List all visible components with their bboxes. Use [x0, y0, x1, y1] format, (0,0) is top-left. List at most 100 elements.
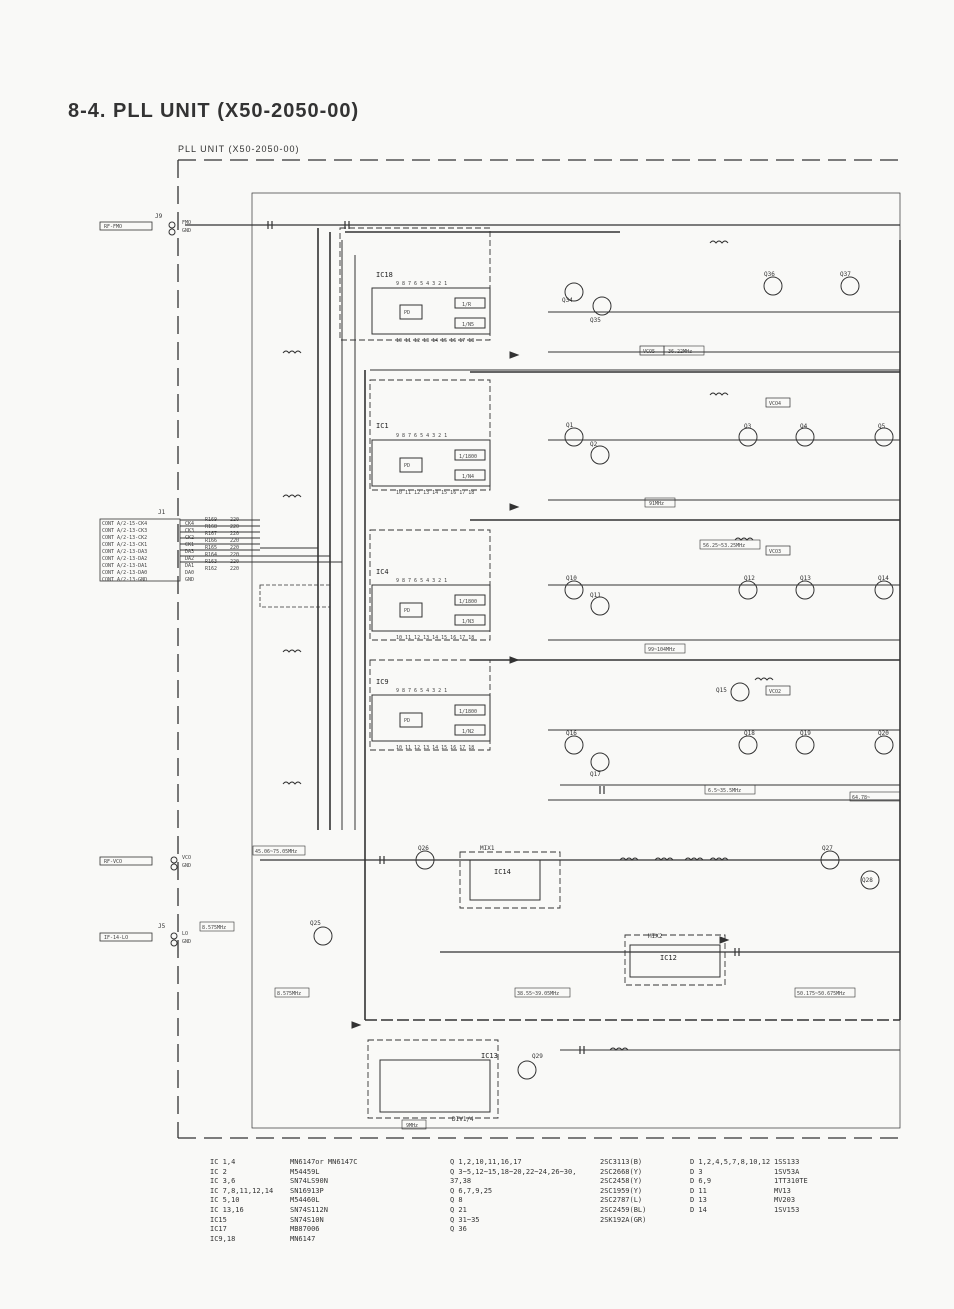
ic13-box	[379, 1059, 491, 1113]
svg-text:Q5: Q5	[878, 423, 886, 430]
svg-text:1/N2: 1/N2	[462, 729, 474, 735]
svg-text:220: 220	[230, 517, 239, 523]
svg-text:Q2: Q2	[590, 441, 598, 448]
svg-text:Q16: Q16	[566, 730, 577, 737]
svg-text:PD: PD	[404, 463, 410, 469]
svg-text:Q3: Q3	[744, 423, 752, 430]
svg-text:1/1800: 1/1800	[459, 599, 477, 605]
svg-text:91MHz: 91MHz	[649, 501, 664, 507]
svg-text:R162: R162	[205, 566, 217, 572]
svg-text:CONT A/2-13-CK3: CONT A/2-13-CK3	[102, 528, 147, 534]
svg-text:CK2: CK2	[185, 535, 194, 541]
svg-text:56.25~53.25MHz: 56.25~53.25MHz	[703, 543, 745, 549]
svg-text:GND: GND	[182, 228, 191, 234]
ic4-label: IC4	[376, 568, 389, 576]
svg-text:Q19: Q19	[800, 730, 811, 737]
svg-text:64.78~: 64.78~	[852, 795, 870, 801]
svg-text:220: 220	[230, 524, 239, 530]
svg-text:FMO: FMO	[182, 220, 191, 226]
vco4-label: VCO4	[769, 401, 781, 407]
svg-text:Q18: Q18	[744, 730, 755, 737]
svg-text:10 11 12 13 14 15 16 17 18: 10 11 12 13 14 15 16 17 18	[396, 338, 474, 344]
svg-text:DA2: DA2	[185, 556, 194, 562]
ic14-label: IC14	[494, 868, 511, 876]
svg-text:Q27: Q27	[822, 845, 833, 852]
svg-text:Q35: Q35	[590, 317, 601, 324]
svg-text:PD: PD	[404, 608, 410, 614]
svg-text:CONT A/2-15-CK4: CONT A/2-15-CK4	[102, 521, 147, 527]
svg-text:220: 220	[230, 531, 239, 537]
svg-text:CONT A/2-13-CK1: CONT A/2-13-CK1	[102, 542, 147, 548]
svg-text:CONT A/2-13-DA0: CONT A/2-13-DA0	[102, 570, 147, 576]
svg-text:Q25: Q25	[310, 920, 321, 927]
svg-text:Q1: Q1	[566, 422, 574, 429]
svg-text:R169: R169	[205, 517, 217, 523]
mix1-label: MIX1	[480, 845, 495, 852]
svg-text:1/N4: 1/N4	[462, 474, 474, 480]
svg-text:36.22MHz: 36.22MHz	[668, 349, 692, 355]
svg-text:Q26: Q26	[418, 845, 429, 852]
ic13-label: IC13	[481, 1052, 498, 1060]
ic12-label: IC12	[660, 954, 677, 962]
ic18-box	[371, 287, 491, 335]
svg-text:220: 220	[230, 559, 239, 565]
svg-text:CONT A/2-13-DA3: CONT A/2-13-DA3	[102, 549, 147, 555]
svg-text:R164: R164	[205, 552, 217, 558]
svg-text:PD: PD	[404, 718, 410, 724]
j9-label: J9	[155, 213, 163, 220]
svg-text:R166: R166	[205, 538, 217, 544]
svg-text:GND: GND	[185, 577, 194, 583]
ic18-label: IC18	[376, 271, 393, 279]
svg-text:Q13: Q13	[800, 575, 811, 582]
svg-text:CK3: CK3	[185, 528, 194, 534]
svg-text:99~104MHz: 99~104MHz	[648, 647, 675, 653]
svg-text:CONT A/2-13-GND: CONT A/2-13-GND	[102, 577, 147, 583]
svg-text:38.55~39.05MHz: 38.55~39.05MHz	[517, 991, 559, 997]
svg-text:R167: R167	[205, 531, 217, 537]
svg-text:10 11 12 13 14 15 16 17 18: 10 11 12 13 14 15 16 17 18	[396, 745, 474, 751]
svg-text:R163: R163	[205, 559, 217, 565]
svg-text:220: 220	[230, 538, 239, 544]
svg-text:DA0: DA0	[185, 570, 194, 576]
svg-text:R168: R168	[205, 524, 217, 530]
svg-text:220: 220	[230, 552, 239, 558]
svg-text:Q36: Q36	[764, 271, 775, 278]
svg-text:DA3: DA3	[185, 549, 194, 555]
svg-text:Q11: Q11	[590, 592, 601, 599]
svg-text:220: 220	[230, 545, 239, 551]
svg-text:1/1800: 1/1800	[459, 709, 477, 715]
svg-text:1/R: 1/R	[462, 302, 472, 308]
svg-text:CONT A/2-13-DA1: CONT A/2-13-DA1	[102, 563, 147, 569]
svg-text:1/1800: 1/1800	[459, 454, 477, 460]
ic9-box	[371, 694, 491, 742]
j5-label: J5	[158, 923, 166, 930]
svg-text:LO: LO	[182, 931, 188, 937]
vco2-label: VCO2	[769, 689, 781, 695]
svg-text:10 11 12 13 14 15 16 17 18: 10 11 12 13 14 15 16 17 18	[396, 490, 474, 496]
svg-text:R165: R165	[205, 545, 217, 551]
svg-text:8.575MHz: 8.575MHz	[277, 991, 301, 997]
svg-text:220: 220	[230, 566, 239, 572]
vco3-label: VCO3	[769, 549, 781, 555]
if-lo-signal: IF-14-LO	[104, 935, 128, 941]
j1-control-lines: CONT A/2-15-CK4 CONT A/2-13-CK3 CONT A/2…	[102, 517, 239, 583]
rf-vco-signal: RF-VCO	[104, 859, 122, 865]
svg-text:8.575MHz: 8.575MHz	[202, 925, 226, 931]
svg-text:9 8 7 6 5 4 3 2 1: 9 8 7 6 5 4 3 2 1	[396, 578, 447, 584]
svg-text:1/N5: 1/N5	[462, 322, 474, 328]
svg-text:Q37: Q37	[840, 271, 851, 278]
svg-text:CONT A/2-13-DA2: CONT A/2-13-DA2	[102, 556, 147, 562]
svg-text:10 11 12 13 14 15 16 17 18: 10 11 12 13 14 15 16 17 18	[396, 635, 474, 641]
ic14-box	[469, 859, 541, 901]
svg-text:Q12: Q12	[744, 575, 755, 582]
j1-label: J1	[158, 509, 166, 516]
svg-text:Q15: Q15	[716, 687, 727, 694]
ic9-label: IC9	[376, 678, 389, 686]
svg-text:DA1: DA1	[185, 563, 194, 569]
svg-text:Q20: Q20	[878, 730, 889, 737]
div-label: DIV1/4	[452, 1116, 474, 1123]
